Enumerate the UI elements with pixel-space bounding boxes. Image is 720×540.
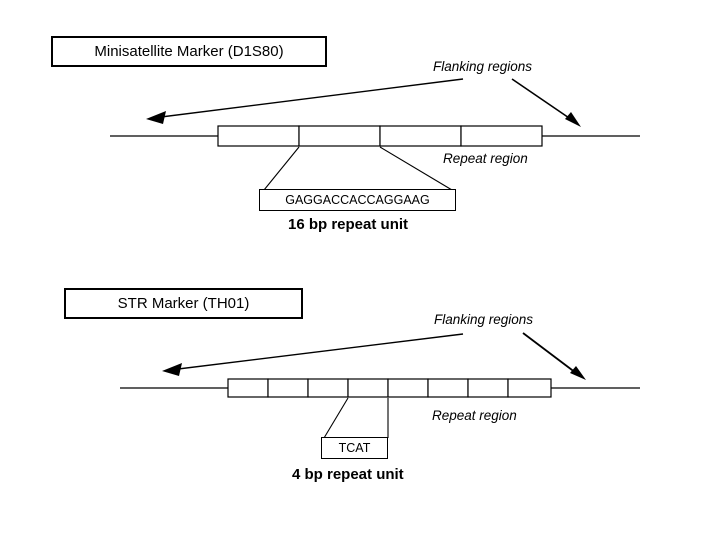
str-flanking-label: Flanking regions (434, 312, 534, 327)
str-title-text: STR Marker (TH01) (117, 295, 250, 312)
str-repeat-label: Repeat region (432, 408, 517, 423)
minisatellite-repeat-unit-caption: 16 bp repeat unit (288, 216, 409, 233)
minisatellite-repeat-label: Repeat region (443, 151, 528, 166)
str-repeat-boxes (227, 378, 552, 398)
str-title-box: STR Marker (TH01) (64, 288, 303, 319)
minisatellite-sequence-text: GAGGACCACCAGGAAG (285, 193, 430, 207)
str-sequence-box: TCAT (321, 437, 388, 459)
str-sequence-text: TCAT (338, 441, 371, 455)
minisat-flanking-arrow-right (511, 78, 581, 127)
minisatellite-sequence-box: GAGGACCACCAGGAAG (259, 189, 456, 211)
str-repeat-unit-caption: 4 bp repeat unit (292, 466, 404, 483)
str-flanking-arrow-right (522, 332, 586, 380)
str-flanking-arrow-left (162, 333, 464, 376)
minisatellite-title-box: Minisatellite Marker (D1S80) (51, 36, 327, 67)
minisat-flanking-arrow-left (146, 78, 464, 124)
minisatellite-title-text: Minisatellite Marker (D1S80) (94, 43, 284, 60)
str-leader-lines (323, 397, 389, 439)
minisat-leader-lines (263, 146, 453, 191)
minisat-repeat-boxes (217, 125, 543, 147)
minisatellite-flanking-label: Flanking regions (433, 59, 533, 74)
